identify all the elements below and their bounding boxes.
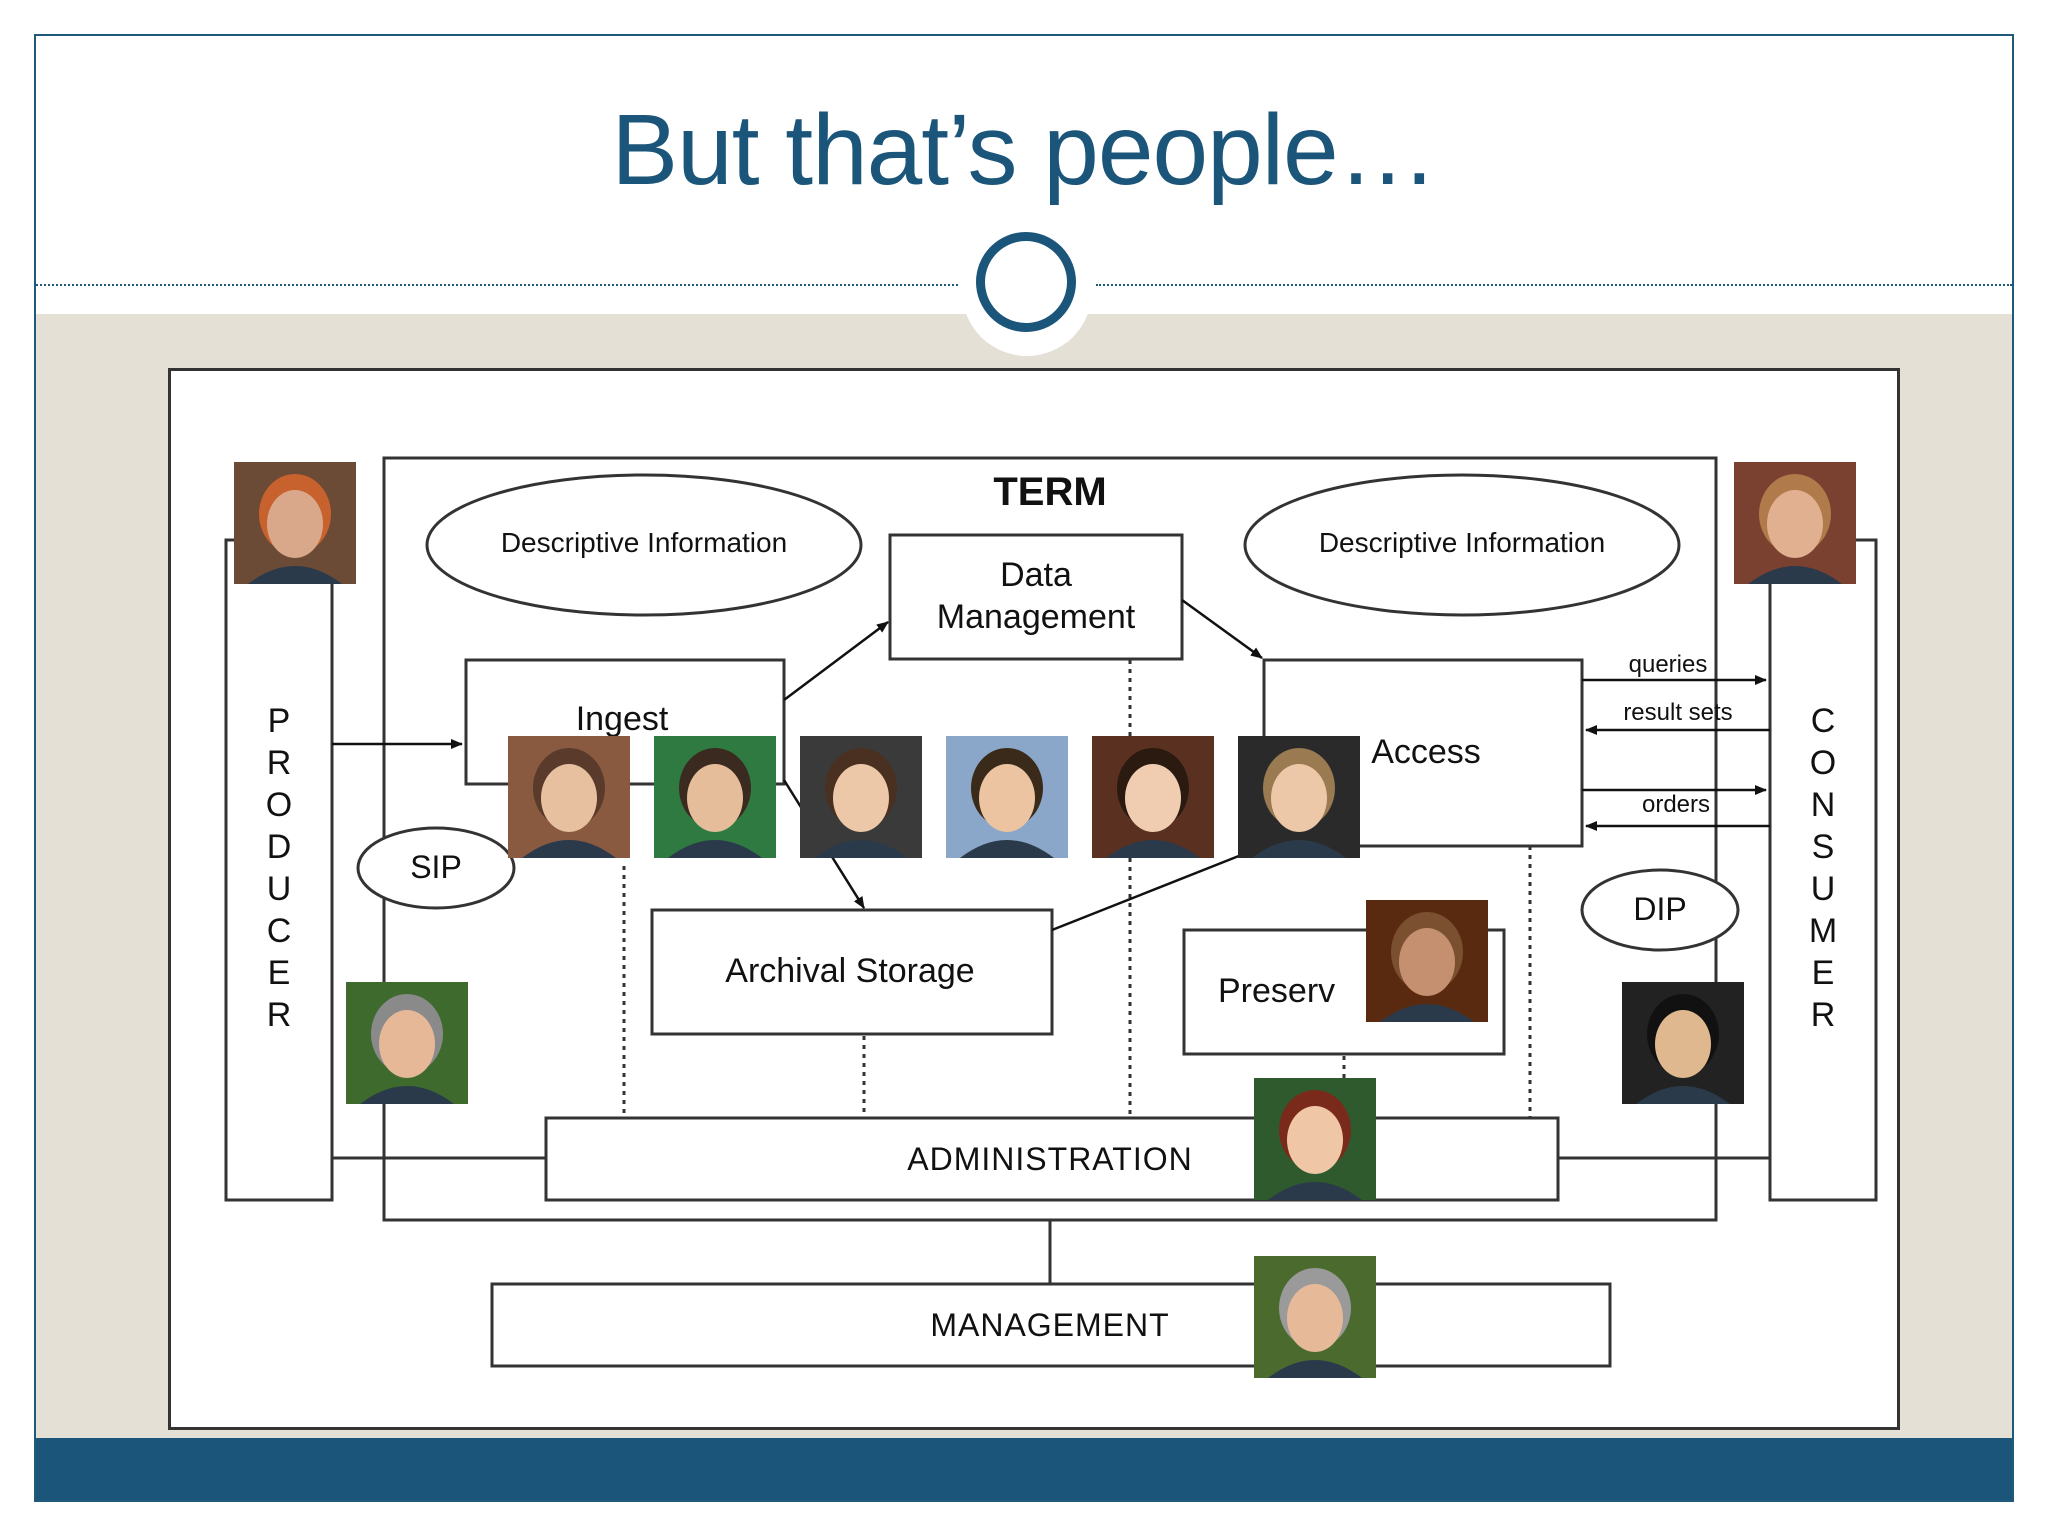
orders-label: orders bbox=[1642, 791, 1710, 818]
vertical-letter: R bbox=[267, 744, 292, 782]
data-management-label-1: Data bbox=[1000, 556, 1072, 594]
person-4-photo bbox=[946, 736, 1068, 858]
producer-person-2-photo bbox=[346, 982, 468, 1104]
title-divider-right bbox=[1096, 284, 2012, 286]
footer-bar bbox=[36, 1438, 2012, 1500]
vertical-letter: N bbox=[1811, 786, 1836, 824]
vertical-letter: R bbox=[267, 996, 292, 1034]
result-sets-label: result sets bbox=[1623, 699, 1732, 726]
slide-title: But that’s people… bbox=[611, 94, 1437, 206]
data-management-to-access-arrow bbox=[1181, 598, 1263, 660]
management-box bbox=[490, 1282, 1612, 1368]
consumer-box bbox=[1768, 538, 1878, 1202]
vertical-letter: D bbox=[267, 828, 292, 866]
descriptive-info-right-ellipse bbox=[1243, 473, 1681, 617]
descriptive-info-left-label: Descriptive Information bbox=[501, 527, 787, 558]
ingest-person-1-photo bbox=[508, 736, 630, 858]
producer-box bbox=[224, 538, 334, 1202]
vertical-letter: R bbox=[1811, 996, 1836, 1034]
vertical-letter: C bbox=[1811, 702, 1836, 740]
access-label: Access bbox=[1371, 733, 1481, 771]
management-person-photo bbox=[1254, 1256, 1376, 1378]
person-5-photo bbox=[1092, 736, 1214, 858]
vertical-letter: O bbox=[1810, 744, 1836, 782]
producer-person-photo bbox=[234, 462, 356, 584]
vertical-letter: S bbox=[1812, 828, 1835, 866]
preservation-person-photo bbox=[1366, 900, 1488, 1022]
term-title: TERM bbox=[993, 470, 1106, 514]
vertical-letter: M bbox=[1809, 912, 1837, 950]
archival-storage-label: Archival Storage bbox=[725, 952, 974, 990]
data-management-label-2: Management bbox=[937, 598, 1136, 636]
management-label: MANAGEMENT bbox=[930, 1307, 1169, 1343]
administration-person-photo bbox=[1254, 1078, 1376, 1200]
vertical-letter: O bbox=[266, 786, 292, 824]
vertical-letter: C bbox=[267, 912, 292, 950]
vertical-letter: E bbox=[1812, 954, 1835, 992]
data-management-box bbox=[888, 533, 1184, 661]
dip-label: DIP bbox=[1633, 891, 1686, 927]
vertical-letter: P bbox=[268, 702, 291, 740]
ingest-to-data-management-arrow bbox=[783, 621, 889, 701]
archival-storage-box bbox=[650, 908, 1054, 1036]
divider-circle-icon bbox=[976, 232, 1076, 332]
preservation-label: Preserv bbox=[1218, 972, 1335, 1010]
ingest-label: Ingest bbox=[576, 700, 669, 738]
sip-ellipse bbox=[356, 826, 516, 910]
descriptive-info-left-ellipse bbox=[425, 473, 863, 617]
administration-label: ADMINISTRATION bbox=[907, 1141, 1192, 1177]
consumer-person-2-photo bbox=[1622, 982, 1744, 1104]
dip-ellipse bbox=[1580, 868, 1740, 952]
queries-label: queries bbox=[1629, 651, 1708, 678]
administration-box bbox=[544, 1116, 1560, 1202]
vertical-letter: U bbox=[267, 870, 292, 908]
archival-to-access-link bbox=[1051, 844, 1265, 932]
ingest-person-2-photo bbox=[654, 736, 776, 858]
vertical-letter: U bbox=[1811, 870, 1836, 908]
consumer-person-photo bbox=[1734, 462, 1856, 584]
person-3-photo bbox=[800, 736, 922, 858]
sip-label: SIP bbox=[410, 849, 462, 885]
vertical-letter: E bbox=[268, 954, 291, 992]
access-person-photo bbox=[1238, 736, 1360, 858]
title-divider-left bbox=[36, 284, 958, 286]
descriptive-info-right-label: Descriptive Information bbox=[1319, 527, 1605, 558]
